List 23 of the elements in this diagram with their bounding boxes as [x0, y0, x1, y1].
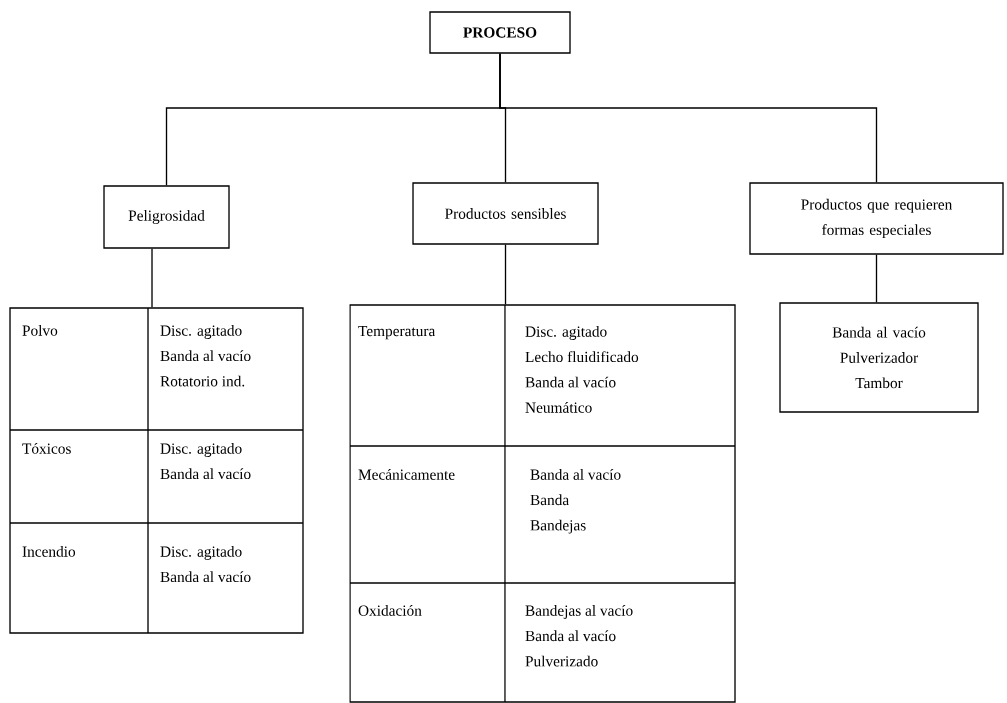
connector-line	[504, 244, 507, 305]
equipment-list: Bandejas al vacío Banda al vacío Pulverizado	[525, 605, 633, 667]
condition-label: Incendio	[22, 546, 76, 557]
condition-label: Polvo	[22, 325, 58, 336]
connector-line	[151, 248, 153, 308]
condition-label: Temperatura	[358, 326, 436, 340]
table	[349, 304, 736, 703]
category-box: Productos que requieren formas especiales	[749, 182, 1004, 255]
equipment-list: Disc. agitado Banda al vacío Rotatorio ind.	[160, 325, 251, 387]
equipment-list: Disc. agitado Banda al vacío	[160, 546, 251, 583]
condition-label: Mecánicamente	[358, 469, 455, 480]
connector-line	[499, 53, 878, 183]
category-box: Peligrosidad	[103, 185, 230, 249]
condition-label: Oxidación	[358, 605, 422, 616]
category-box: Productos sensibles	[412, 182, 599, 245]
condition-label: Tóxicos	[22, 443, 71, 454]
table	[9, 307, 304, 634]
equipment-box: Banda al vacío Pulverizador Tambor	[779, 302, 979, 413]
equipment-list: Disc. agitado Lecho fluidificado Banda al vacío Neumático	[525, 326, 639, 413]
equipment-list: Disc. agitado Banda al vacío	[160, 443, 251, 480]
root-box: PROCESO	[429, 11, 571, 54]
connector-line	[875, 254, 878, 303]
equipment-list: Banda al vacío Banda Bandejas	[530, 469, 621, 534]
